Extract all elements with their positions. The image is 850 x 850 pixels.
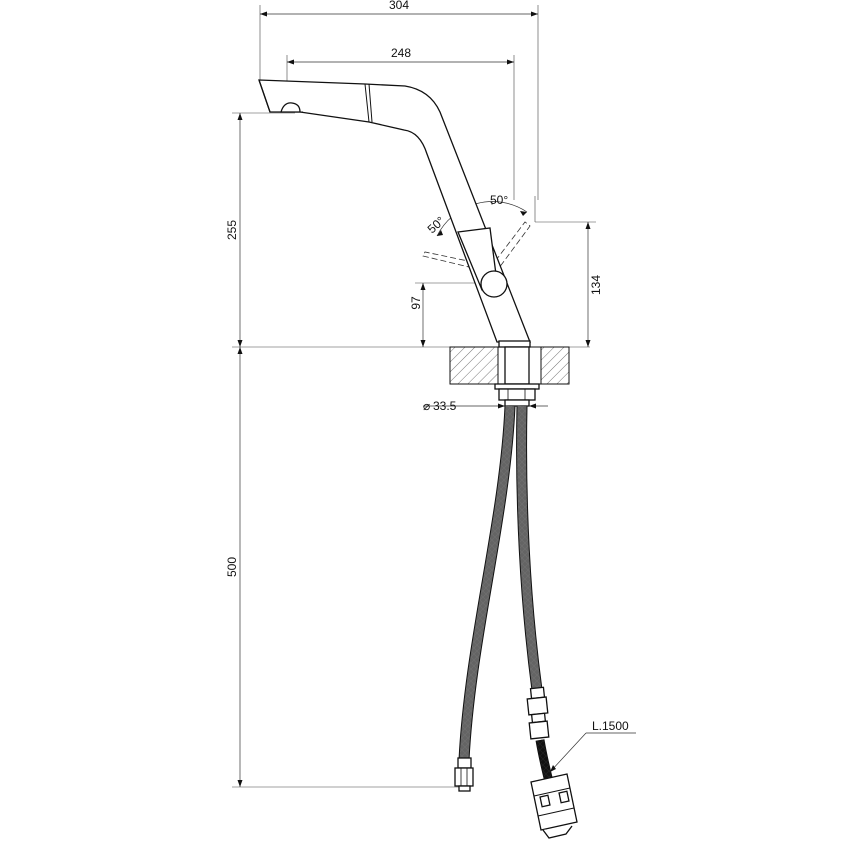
- dimension-304-label: 304: [389, 0, 409, 12]
- dimension-spout-height: 255: [225, 112, 295, 347]
- dimension-134-label: 134: [589, 275, 603, 295]
- lever-pivot-knob: [480, 270, 508, 298]
- hose-length-label: L.1500: [592, 719, 629, 733]
- flexible-hoses: [458, 405, 560, 811]
- dimension-500-label: 500: [225, 557, 239, 577]
- left-connector-nut: [454, 757, 474, 792]
- hose-length-callout: L.1500: [549, 719, 636, 773]
- dimension-shank-diameter: ⌀ 33.5: [423, 399, 548, 413]
- faucet-body: [258, 79, 531, 343]
- dimension-hose-below: 500: [225, 347, 462, 788]
- dimension-248-label: 248: [391, 46, 411, 60]
- mounting-shank: [494, 340, 540, 407]
- angle-left-label: 50°: [425, 214, 448, 237]
- dimension-overall-reach: 304: [259, 0, 539, 200]
- right-hose-fitting: [526, 686, 550, 740]
- dimension-33-5-label: 33.5: [433, 399, 457, 413]
- hose-weight: [530, 773, 578, 839]
- diameter-symbol: ⌀: [423, 399, 430, 413]
- spout: [258, 79, 531, 343]
- dimension-lever-height: 134: [535, 221, 603, 347]
- lever-alt-right: [489, 221, 531, 273]
- dimension-255-label: 255: [225, 220, 239, 240]
- angle-right-label: 50°: [490, 193, 508, 207]
- dimension-pivot-height: 97: [409, 282, 480, 347]
- dimension-spout-reach: 248: [286, 46, 515, 200]
- aerator: [280, 102, 301, 113]
- dimension-97-label: 97: [409, 296, 423, 310]
